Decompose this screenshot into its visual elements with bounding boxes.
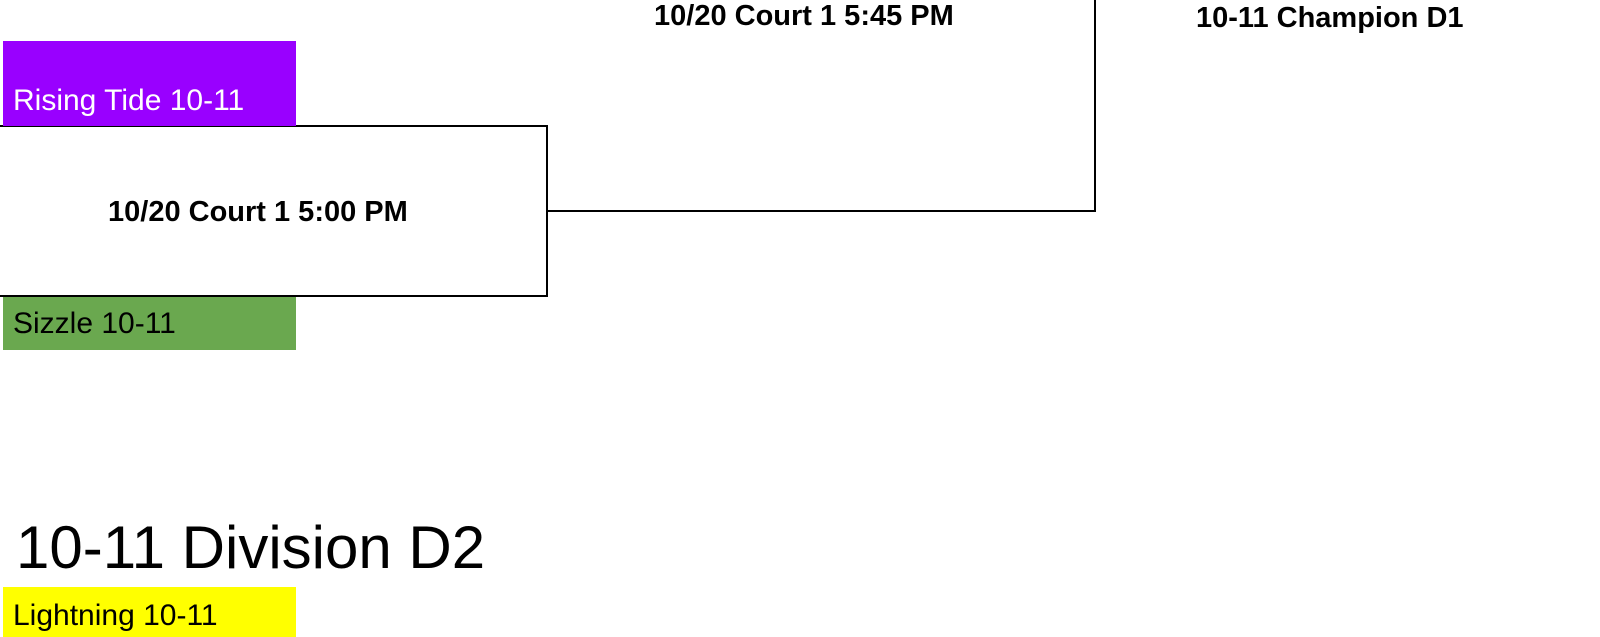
bracket-lines [0, 0, 1096, 297]
semifinal-game-label: 10/20 Court 1 5:00 PM [108, 196, 408, 228]
team-name: Lightning 10-11 [13, 599, 218, 632]
team-name: Sizzle 10-11 [13, 307, 176, 340]
division-title: 10-11 Division D2 [16, 514, 486, 581]
team-rising-tide: Rising Tide 10-11 [3, 41, 296, 126]
champion-label: 10-11 Champion D1 [1196, 2, 1464, 34]
team-name: Rising Tide 10-11 [13, 84, 245, 117]
team-sizzle: Sizzle 10-11 [3, 297, 296, 350]
team-lightning: Lightning 10-11 [3, 587, 296, 637]
final-game-label: 10/20 Court 1 5:45 PM [654, 0, 954, 32]
